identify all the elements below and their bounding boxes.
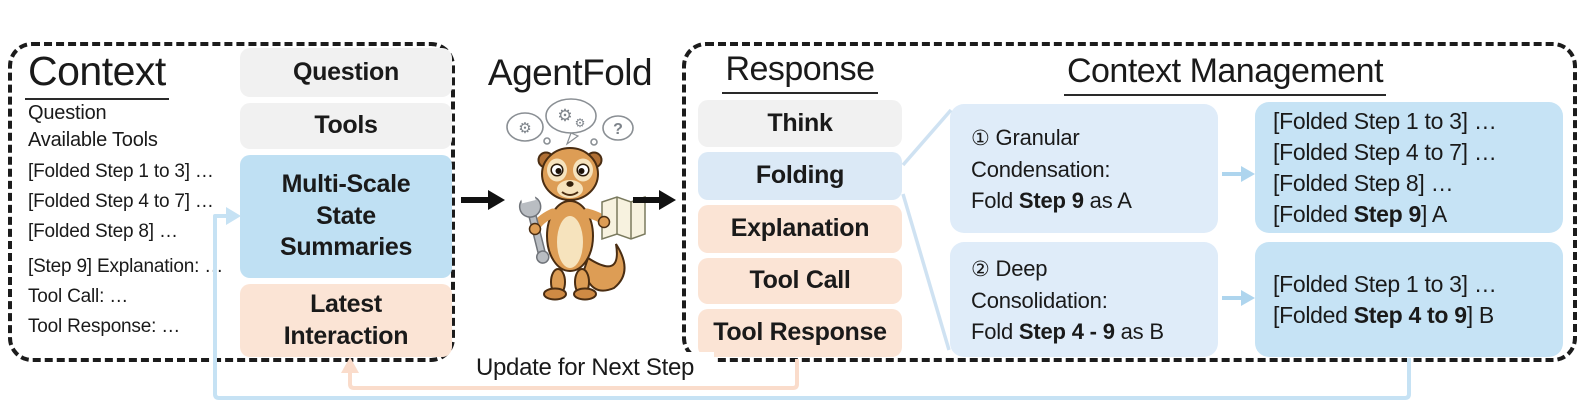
gear-icon: ⚙	[557, 106, 572, 125]
agentfold-title: AgentFold	[487, 52, 653, 93]
context-stack-latest-interaction: Latest Interaction	[240, 284, 452, 357]
context-title: Context	[25, 48, 169, 100]
response-item-folding: Folding	[698, 152, 902, 200]
latest-step-line: Tool Call: …	[28, 286, 129, 307]
question-mark-icon: ?	[613, 121, 623, 138]
response-item-tool-call: Tool Call	[698, 258, 902, 304]
meerkat-head	[537, 147, 603, 201]
context-stack-tools: Tools	[240, 103, 452, 149]
context-management-title: Context Management	[950, 52, 1500, 96]
context-stack-question: Question	[240, 48, 452, 97]
context-stack-multiscale-summaries: Multi-Scale State Summaries	[240, 155, 452, 278]
meerkat-paw-left	[528, 222, 542, 236]
meerkat-paw-right	[597, 215, 611, 229]
response-title: Response	[700, 50, 900, 94]
meerkat-legs	[543, 268, 597, 301]
deep-consolidation-box: ② Deep Consolidation: Fold Step 4 - 9 as…	[950, 242, 1218, 357]
context-folded-lines: [Folded Step 1 to 3] … [Folded Step 4 to…	[28, 157, 214, 247]
latest-step-line: [Step 9] Explanation: …	[28, 256, 224, 277]
folded-step-line: [Folded Step 1 to 3] …	[28, 161, 214, 182]
response-item-think: Think	[698, 100, 902, 147]
response-item-tool-response: Tool Response	[698, 309, 902, 357]
context-intro-lines: Question Available Tools	[28, 100, 158, 154]
latest-step-line: Tool Response: …	[28, 316, 181, 337]
gear-icon: ⚙	[575, 116, 586, 130]
update-for-next-step-label: Update for Next Step	[456, 352, 714, 384]
folded-step-line: [Folded Step 8] …	[28, 221, 178, 242]
gear-icon: ⚙	[518, 120, 531, 137]
meerkat-belly	[557, 216, 583, 268]
granular-result-box: [Folded Step 1 to 3] … [Folded Step 4 to…	[1255, 102, 1563, 233]
folded-step-line: [Folded Step 4 to 7] …	[28, 191, 214, 212]
context-line-question: Question	[28, 102, 107, 124]
context-line-available-tools: Available Tools	[28, 129, 158, 151]
response-item-explanation: Explanation	[698, 205, 902, 253]
circled-one-icon: ①	[971, 125, 990, 150]
meerkat-mascot-illustration: ⚙ ⚙ ⚙ ?	[506, 98, 646, 301]
consolidation-result-box: [Folded Step 1 to 3] … [Folded Step 4 to…	[1255, 242, 1563, 357]
granular-condensation-box: ① Granular Condensation: Fold Step 9 as …	[950, 104, 1218, 233]
thought-bubbles-icon	[506, 98, 634, 146]
context-latest-lines: [Step 9] Explanation: … Tool Call: … Too…	[28, 252, 223, 342]
circled-two-icon: ②	[971, 256, 990, 281]
